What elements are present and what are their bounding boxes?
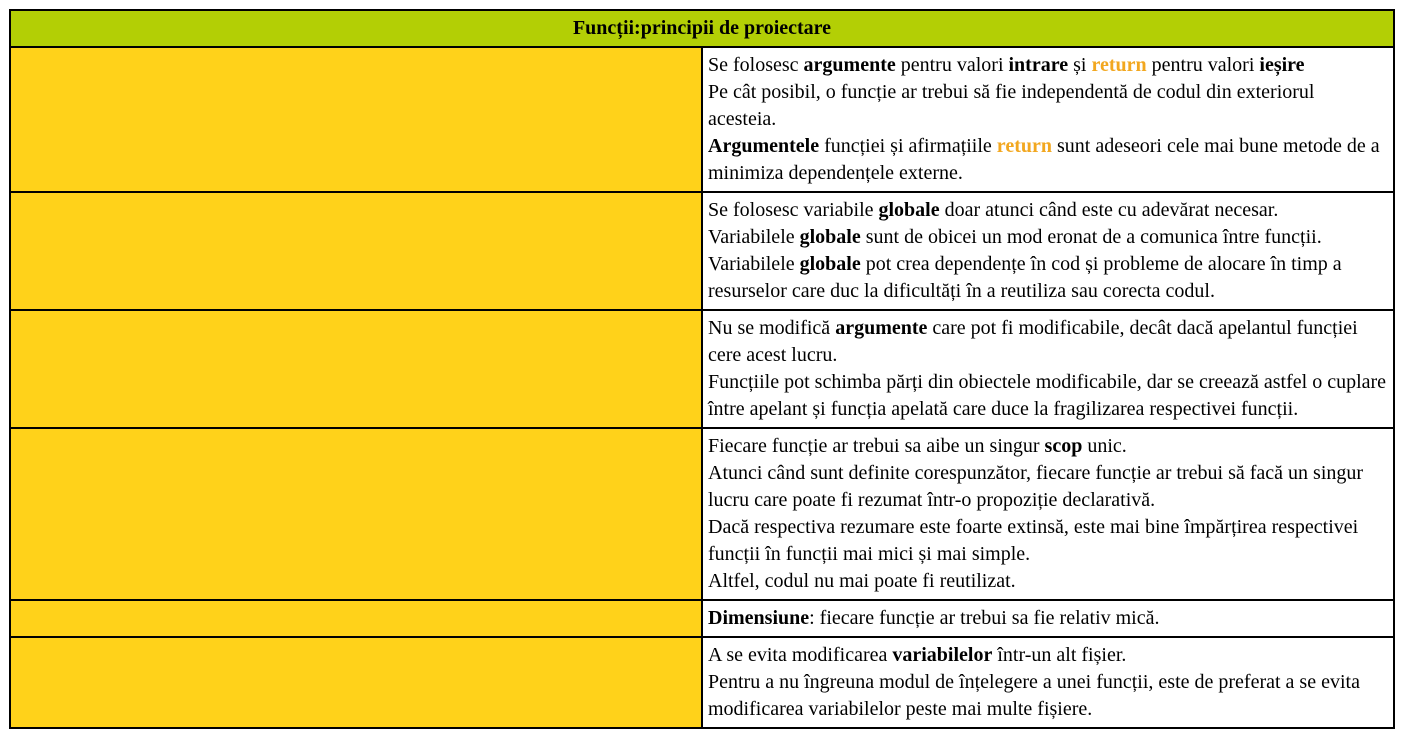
principle-line: Se folosesc argumente pentru valori intr… <box>708 52 1387 79</box>
bold-term: globale <box>878 199 940 221</box>
row-marker <box>9 599 703 638</box>
row-marker <box>9 46 703 193</box>
text-segment: care pot fi modificabile, decât dacă ape… <box>708 317 1358 366</box>
principles-table-container: Funcții:principii de proiectare Se folos… <box>9 9 1395 729</box>
text-segment: Atunci când sunt definite corespunzător,… <box>708 462 1364 511</box>
bold-term: Argumentele <box>708 135 820 157</box>
table-title: Funcții:principii de proiectare <box>9 9 1395 48</box>
keyword-return: return <box>1091 54 1147 76</box>
header-row: Funcții:principii de proiectare <box>9 9 1395 48</box>
principle-line: Dacă respectiva rezumare este foarte ext… <box>708 514 1387 568</box>
bold-term: ieșire <box>1259 54 1305 76</box>
principle-row: Nu se modifică argumente care pot fi mod… <box>9 309 1395 429</box>
text-segment: funcției și afirmațiile <box>819 135 997 157</box>
principle-text: A se evita modificarea variabilelor într… <box>701 636 1395 729</box>
principle-line: Se folosesc variabile globale doar atunc… <box>708 197 1387 224</box>
principles-rows: Se folosesc argumente pentru valori intr… <box>9 46 1395 729</box>
text-segment: și <box>1068 54 1092 76</box>
text-segment: Pentru a nu îngreuna modul de înțelegere… <box>708 671 1360 720</box>
text-segment: într-un alt fișier. <box>992 644 1127 666</box>
text-segment: pot crea dependențe în cod și probleme d… <box>708 253 1342 302</box>
principle-text: Fiecare funcție ar trebui sa aibe un sin… <box>701 427 1395 601</box>
principle-row: Dimensiune: fiecare funcție ar trebui sa… <box>9 599 1395 638</box>
principle-line: A se evita modificarea variabilelor într… <box>708 642 1387 669</box>
principle-line: Pentru a nu îngreuna modul de înțelegere… <box>708 669 1387 723</box>
bold-term: intrare <box>1008 54 1069 76</box>
text-segment: A se evita modificarea <box>708 644 893 666</box>
text-segment: doar atunci când este cu adevărat necesa… <box>939 199 1279 221</box>
principle-row: Fiecare funcție ar trebui sa aibe un sin… <box>9 427 1395 601</box>
text-segment: Variabilele <box>708 253 800 275</box>
principle-line: Funcțiile pot schimba părți din obiectel… <box>708 369 1387 423</box>
principle-text: Se folosesc variabile globale doar atunc… <box>701 191 1395 311</box>
principle-line: Nu se modifică argumente care pot fi mod… <box>708 315 1387 369</box>
principle-line: Pe cât posibil, o funcție ar trebui să f… <box>708 79 1387 133</box>
text-segment: : fiecare funcție ar trebui sa fie relat… <box>809 607 1160 629</box>
principle-text: Dimensiune: fiecare funcție ar trebui sa… <box>701 599 1395 638</box>
text-segment: Se folosesc variabile <box>708 199 879 221</box>
bold-term: globale <box>799 253 861 275</box>
text-segment: sunt adeseori cele mai bune metode de a … <box>708 135 1380 184</box>
principle-line: Altfel, codul nu mai poate fi reutilizat… <box>708 568 1387 595</box>
principle-line: Variabilele globale pot crea dependențe … <box>708 251 1387 305</box>
principle-line: Atunci când sunt definite corespunzător,… <box>708 460 1387 514</box>
principle-line: Argumentele funcției și afirmațiile retu… <box>708 133 1387 187</box>
principle-line: Dimensiune: fiecare funcție ar trebui sa… <box>708 605 1387 632</box>
text-segment: Variabilele <box>708 226 800 248</box>
text-segment: pentru valori <box>1146 54 1260 76</box>
bold-term: variabilelor <box>892 644 993 666</box>
principles-table: Funcții:principii de proiectare Se folos… <box>9 9 1395 729</box>
row-marker <box>9 636 703 729</box>
bold-term: Dimensiune <box>708 607 810 629</box>
text-segment: Fiecare funcție ar trebui sa aibe un sin… <box>708 435 1045 457</box>
row-marker <box>9 427 703 601</box>
bold-term: argumente <box>835 317 928 339</box>
text-segment: Funcțiile pot schimba părți din obiectel… <box>708 371 1387 420</box>
text-segment: Dacă respectiva rezumare este foarte ext… <box>708 516 1359 565</box>
principle-row: Se folosesc argumente pentru valori intr… <box>9 46 1395 193</box>
principle-text: Se folosesc argumente pentru valori intr… <box>701 46 1395 193</box>
principle-line: Fiecare funcție ar trebui sa aibe un sin… <box>708 433 1387 460</box>
principle-line: Variabilele globale sunt de obicei un mo… <box>708 224 1387 251</box>
text-segment: Altfel, codul nu mai poate fi reutilizat… <box>708 570 1016 592</box>
text-segment: pentru valori <box>895 54 1009 76</box>
principle-row: A se evita modificarea variabilelor într… <box>9 636 1395 729</box>
bold-term: scop <box>1044 435 1083 457</box>
row-marker <box>9 309 703 429</box>
bold-term: globale <box>799 226 861 248</box>
principle-text: Nu se modifică argumente care pot fi mod… <box>701 309 1395 429</box>
text-segment: Pe cât posibil, o funcție ar trebui să f… <box>708 81 1315 130</box>
bold-term: argumente <box>803 54 896 76</box>
row-marker <box>9 191 703 311</box>
keyword-return: return <box>996 135 1052 157</box>
principle-row: Se folosesc variabile globale doar atunc… <box>9 191 1395 311</box>
text-segment: Nu se modifică <box>708 317 836 339</box>
text-segment: unic. <box>1082 435 1127 457</box>
text-segment: Se folosesc <box>708 54 804 76</box>
text-segment: sunt de obicei un mod eronat de a comuni… <box>860 226 1322 248</box>
